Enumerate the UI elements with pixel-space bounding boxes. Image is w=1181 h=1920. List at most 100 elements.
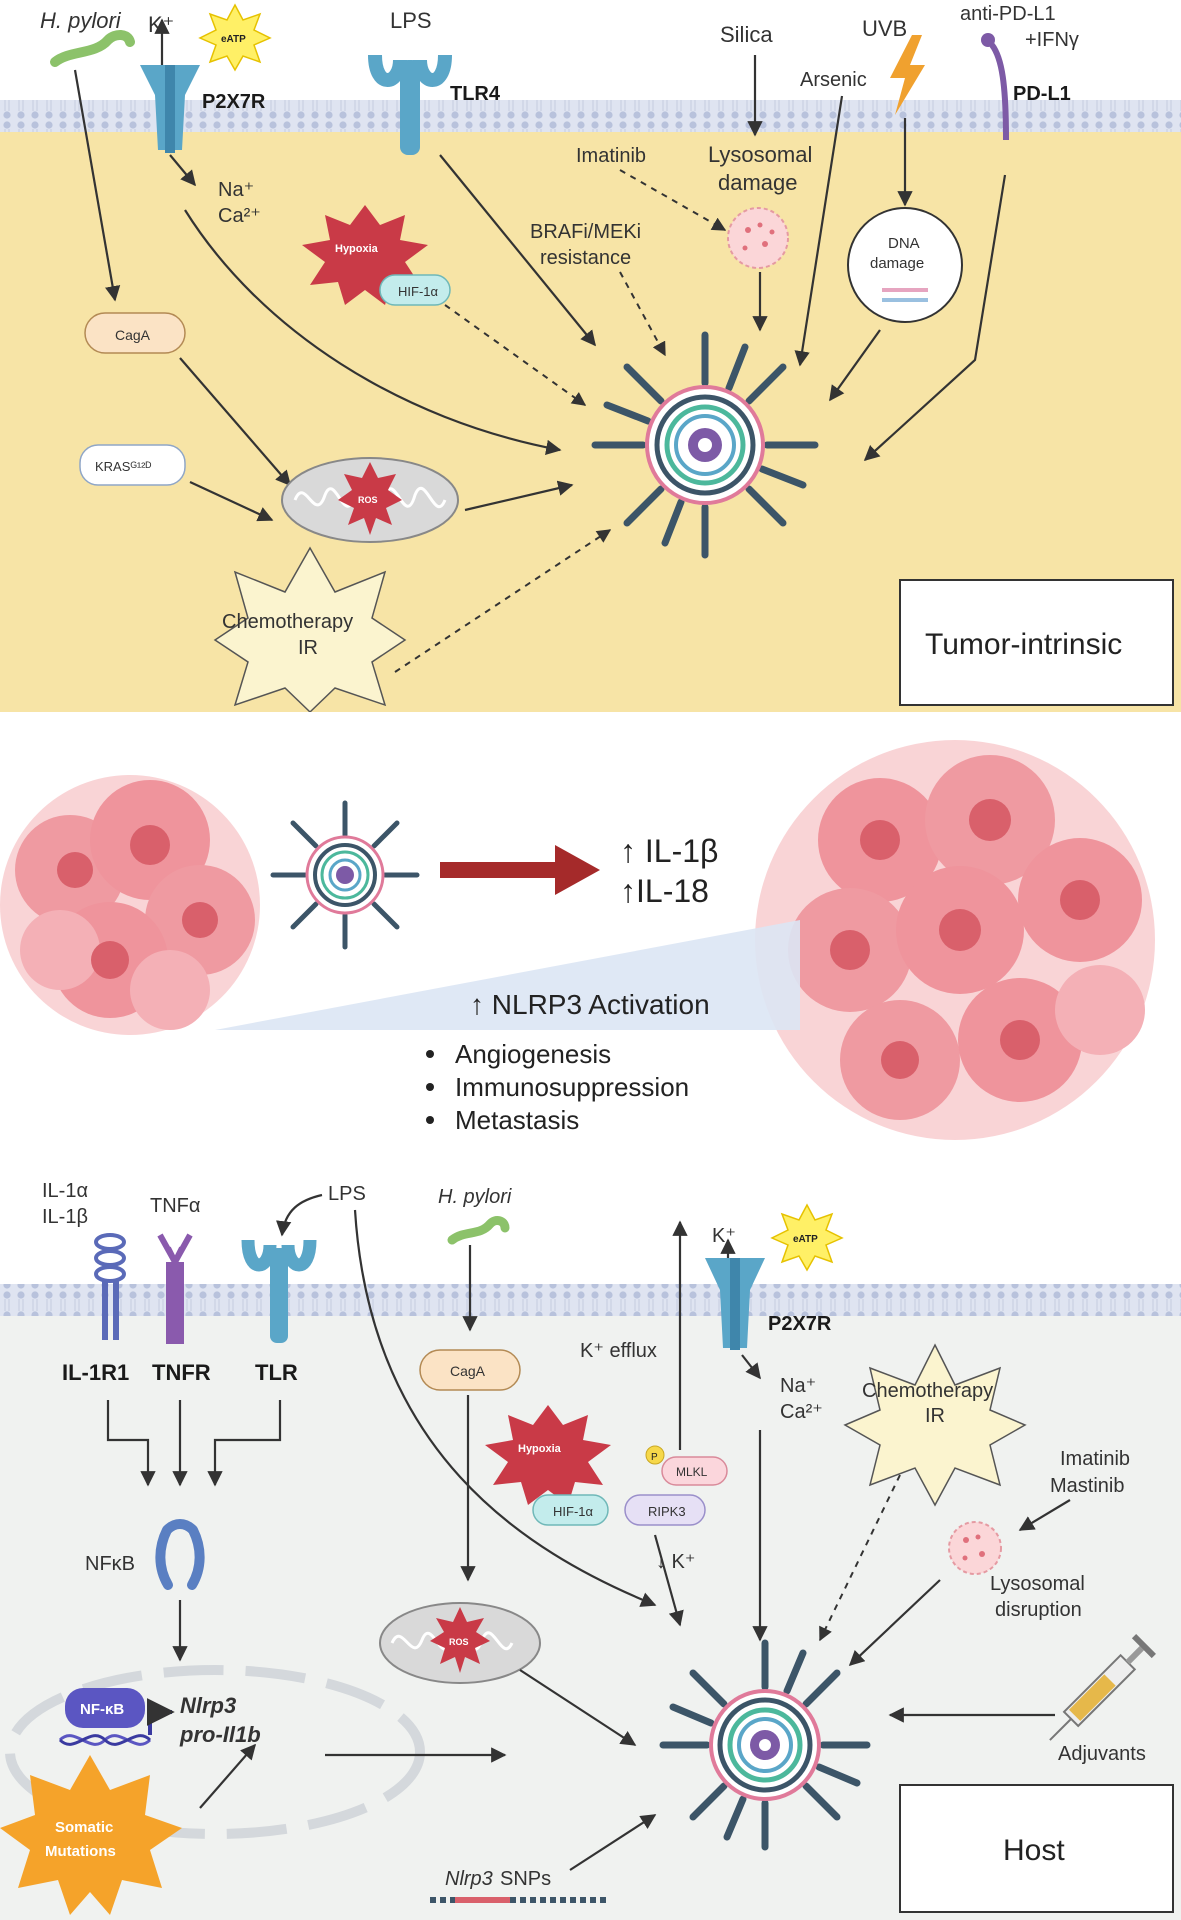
nfkb-label: NFκB — [85, 1553, 135, 1575]
bullet-metastasis: Metastasis — [455, 1105, 579, 1135]
lysosomal-damage-label-1: Lysosomal — [708, 142, 812, 167]
zoom-cone — [215, 920, 800, 1030]
host-chemo-label-2: IR — [925, 1405, 945, 1427]
arrow-pdl1-to-inflammasome — [863, 174, 1007, 462]
pdl1-label: PD-L1 — [1013, 83, 1071, 105]
tumor-cell-cluster-right — [755, 740, 1155, 1140]
hif1a-box — [379, 274, 451, 306]
arrow-lps-to-inflammasome — [353, 1209, 657, 1607]
host-hypoxia-burst-icon — [485, 1405, 611, 1505]
anti-pdl1-label-1: anti-PD-L1 — [960, 3, 1056, 25]
dna-damage-label-2: damage — [870, 255, 924, 272]
host-il1a-label: IL-1α — [42, 1180, 88, 1202]
bullet-angiogenesis: Angiogenesis — [455, 1039, 611, 1069]
ripk3-label: RIPK3 — [648, 1504, 686, 1519]
host-hif1a-box — [532, 1494, 609, 1526]
syringe-icon — [1049, 1634, 1156, 1741]
kras-label: KRASᴳ¹²ᴰ — [95, 459, 152, 474]
arrow-p2x7r-to-ions — [169, 154, 196, 187]
arrow-tlr-to-nfkb — [207, 1400, 282, 1487]
host-caga-box — [419, 1349, 521, 1391]
host-membrane — [0, 1284, 1181, 1316]
il18-label: ↑IL-18 — [620, 873, 709, 909]
mlkl-box — [661, 1456, 728, 1486]
lysosomal-damage-label-2: damage — [718, 170, 798, 195]
host-label: Host — [1003, 1834, 1065, 1867]
tumor-inflammasome-icon — [591, 331, 819, 559]
dna-damage-label-1: DNA — [888, 235, 920, 252]
tumor-intrinsic-label: Tumor-intrinsic — [925, 628, 1122, 661]
tnfr-receptor-icon — [157, 1233, 193, 1344]
host-label-box — [899, 1784, 1174, 1913]
eatp-label: eATP — [221, 34, 246, 45]
lps-label: LPS — [390, 8, 432, 33]
host-imatinib-label-2: Mastinib — [1050, 1475, 1124, 1497]
arsenic-label: Arsenic — [800, 69, 867, 91]
host-inflammasome-icon — [659, 1639, 871, 1851]
tumor-cell-cluster-left — [0, 775, 260, 1035]
k-down-label: ↓ K⁺ — [656, 1551, 695, 1573]
phospho-label: P — [651, 1452, 658, 1463]
outcome-list: Angiogenesis Immunosuppression Metastasi… — [426, 1039, 689, 1135]
host-hypoxia-label: Hypoxia — [518, 1443, 562, 1455]
somatic-label-1: Somatic — [55, 1819, 113, 1836]
arrow-arsenic-to-inflammasome — [794, 95, 844, 367]
host-k-plus-label: K⁺ — [712, 1225, 736, 1247]
mitochondria-icon — [281, 457, 459, 543]
host-chemo-label-1: Chemotherapy — [862, 1380, 993, 1402]
host-hif1a-label: HIF-1α — [553, 1504, 594, 1519]
phospho-dot-icon — [645, 1445, 665, 1465]
snps-gene-label: Nlrp3 — [445, 1868, 493, 1890]
bullet-immunosuppression: Immunosuppression — [455, 1072, 689, 1102]
arrow-lysosome-to-inflammasome — [848, 1579, 941, 1667]
arrow-imatinib-to-lysosome — [619, 169, 727, 231]
pdl1-receptor-icon — [981, 33, 1009, 141]
tlr4-label: TLR4 — [450, 83, 501, 105]
brafi-label-1: BRAFi/MEKi — [530, 221, 641, 243]
arrow-somatic-to-genes — [199, 1743, 257, 1809]
arrow-hif1a-to-inflammasome — [444, 304, 587, 406]
arrow-brafi-to-inflammasome — [619, 271, 666, 357]
dna-damage-circle — [847, 207, 963, 323]
host-ros-label: ROS — [449, 1637, 469, 1647]
tumor-intrinsic-panel: H. pylori K⁺ eATP P2X7R Na⁺ Ca²⁺ LPS TLR… — [0, 0, 1181, 714]
tnfa-label: TNFα — [150, 1195, 200, 1217]
eatp-burst-icon — [198, 3, 272, 72]
tumor-intrinsic-label-box — [899, 579, 1174, 706]
tnfr-label: TNFR — [152, 1360, 211, 1385]
lightning-bolt-icon — [890, 35, 925, 115]
arrow-tlr4-to-inflammasome — [439, 154, 596, 347]
arrow-kras-to-mitochondria — [189, 481, 274, 522]
uvb-label: UVB — [862, 16, 907, 41]
hpylori-label: H. pylori — [40, 8, 122, 33]
adjuvants-label: Adjuvants — [1058, 1743, 1146, 1765]
imatinib-label: Imatinib — [576, 145, 646, 167]
p2x7r-label: P2X7R — [202, 91, 266, 113]
host-imatinib-label-1: Imatinib — [1060, 1448, 1130, 1470]
arrow-host-p2x7r-to-ions — [741, 1354, 761, 1380]
ros-label: ROS — [358, 495, 378, 505]
hpylori-bacterium-icon — [50, 30, 135, 67]
lysosome-icon — [727, 207, 789, 269]
pro-il1b-label: pro-Il1b — [179, 1722, 261, 1747]
nfkb-gene-box — [65, 1688, 145, 1728]
host-ca-label: Ca²⁺ — [780, 1401, 823, 1423]
red-arrow-icon — [440, 845, 600, 895]
middle-inflammasome-icon — [270, 800, 420, 950]
p2x7r-receptor-icon — [140, 65, 200, 153]
host-chemotherapy-burst-icon — [843, 1343, 1027, 1507]
nlrp3-gene-label: Nlrp3 — [180, 1693, 236, 1718]
chemo-label-1: Chemotherapy — [222, 611, 353, 633]
brafi-label-2: resistance — [540, 247, 631, 269]
arrow-host-ros-to-inflammasome — [519, 1669, 637, 1746]
tlr4-receptor-icon — [368, 54, 452, 155]
arrow-il1r1-to-nfkb — [106, 1400, 156, 1487]
host-p2x7r-receptor-icon — [705, 1258, 765, 1350]
ca-label: Ca²⁺ — [218, 205, 261, 227]
arrow-lps-to-tlr — [276, 1193, 323, 1237]
nucleus-outline — [5, 1665, 425, 1839]
kras-box — [79, 444, 186, 486]
host-lysosome-icon — [948, 1521, 1002, 1575]
anti-pdl1-label-2: +IFNγ — [1025, 29, 1079, 51]
